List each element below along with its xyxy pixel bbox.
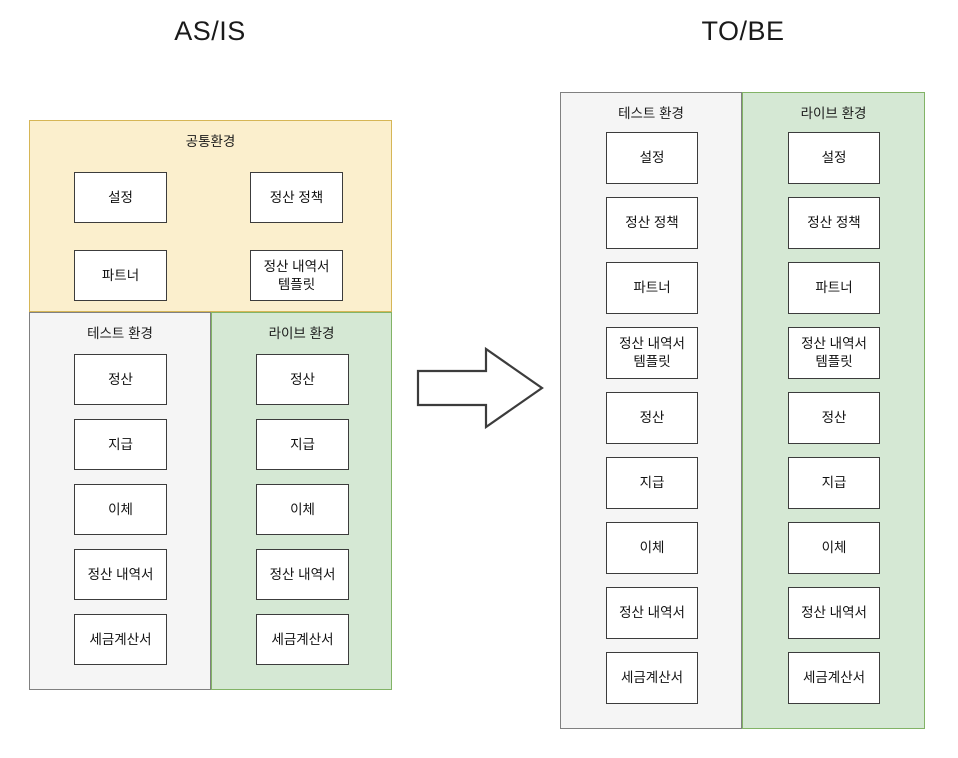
node-asis-live-settlement-statement[interactable]: 정산 내역서	[256, 549, 349, 600]
node-asis-test-tax-invoice[interactable]: 세금계산서	[74, 614, 167, 665]
node-asis-test-transfer[interactable]: 이체	[74, 484, 167, 535]
node-tobe-test-payout[interactable]: 지급	[606, 457, 698, 509]
node-tobe-test-settlement-policy[interactable]: 정산 정책	[606, 197, 698, 249]
asis-common-environment-panel: 공통환경 설정 정산 정책 파트너 정산 내역서 템플릿	[29, 120, 392, 312]
node-tobe-test-settlement-statement[interactable]: 정산 내역서	[606, 587, 698, 639]
node-asis-common-settlement-policy[interactable]: 정산 정책	[250, 172, 343, 223]
asis-section-title: AS/IS	[174, 16, 246, 46]
node-tobe-test-settlement-statement-template[interactable]: 정산 내역서 템플릿	[606, 327, 698, 379]
node-tobe-live-partner[interactable]: 파트너	[788, 262, 880, 314]
node-asis-common-setting[interactable]: 설정	[74, 172, 167, 223]
asis-test-environment-label: 테스트 환경	[87, 326, 153, 341]
node-tobe-live-payout[interactable]: 지급	[788, 457, 880, 509]
node-asis-test-payout[interactable]: 지급	[74, 419, 167, 470]
asis-live-environment-panel: 라이브 환경 정산 지급 이체 정산 내역서 세금계산서	[211, 312, 392, 690]
node-asis-common-settlement-statement-template[interactable]: 정산 내역서 템플릿	[250, 250, 343, 301]
asis-live-environment-label: 라이브 환경	[268, 326, 335, 341]
node-asis-test-settlement[interactable]: 정산	[74, 354, 167, 405]
node-tobe-test-setting[interactable]: 설정	[606, 132, 698, 184]
asis-test-environment-panel: 테스트 환경 정산 지급 이체 정산 내역서 세금계산서	[29, 312, 211, 690]
node-tobe-live-transfer[interactable]: 이체	[788, 522, 880, 574]
right-arrow-icon	[414, 345, 546, 431]
node-asis-test-settlement-statement[interactable]: 정산 내역서	[74, 549, 167, 600]
node-asis-live-payout[interactable]: 지급	[256, 419, 349, 470]
tobe-section-title: TO/BE	[701, 16, 785, 46]
node-asis-live-settlement[interactable]: 정산	[256, 354, 349, 405]
node-tobe-test-tax-invoice[interactable]: 세금계산서	[606, 652, 698, 704]
node-asis-common-partner[interactable]: 파트너	[74, 250, 167, 301]
tobe-live-environment-panel: 라이브 환경 설정 정산 정책 파트너 정산 내역서 템플릿 정산 지급 이체 …	[742, 92, 925, 729]
node-tobe-live-settlement[interactable]: 정산	[788, 392, 880, 444]
node-tobe-live-settlement-statement-template[interactable]: 정산 내역서 템플릿	[788, 327, 880, 379]
node-tobe-live-settlement-policy[interactable]: 정산 정책	[788, 197, 880, 249]
tobe-live-environment-label: 라이브 환경	[800, 106, 867, 121]
asis-common-environment-label: 공통환경	[185, 134, 236, 149]
node-tobe-test-transfer[interactable]: 이체	[606, 522, 698, 574]
tobe-test-environment-label: 테스트 환경	[618, 106, 684, 121]
node-asis-live-transfer[interactable]: 이체	[256, 484, 349, 535]
node-tobe-test-partner[interactable]: 파트너	[606, 262, 698, 314]
node-asis-live-tax-invoice[interactable]: 세금계산서	[256, 614, 349, 665]
node-tobe-live-settlement-statement[interactable]: 정산 내역서	[788, 587, 880, 639]
node-tobe-test-settlement[interactable]: 정산	[606, 392, 698, 444]
node-tobe-live-tax-invoice[interactable]: 세금계산서	[788, 652, 880, 704]
node-tobe-live-setting[interactable]: 설정	[788, 132, 880, 184]
tobe-test-environment-panel: 테스트 환경 설정 정산 정책 파트너 정산 내역서 템플릿 정산 지급 이체 …	[560, 92, 742, 729]
